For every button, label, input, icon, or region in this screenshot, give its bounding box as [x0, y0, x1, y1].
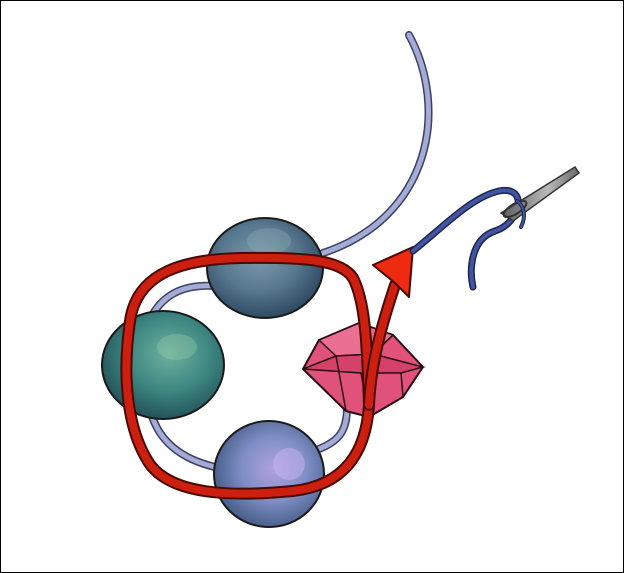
- round-bead-bottom: [214, 421, 324, 527]
- needle-icon: [501, 167, 579, 227]
- round-bead-left: [102, 311, 224, 419]
- thread-tail: [323, 35, 429, 253]
- round-bead-top: [207, 218, 323, 318]
